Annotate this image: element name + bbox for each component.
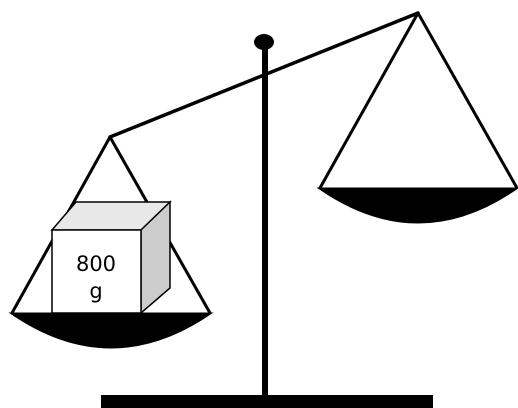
- scale-base: [101, 395, 433, 408]
- weight-label-unit: g: [89, 279, 102, 303]
- weight-label-value: 800: [76, 252, 116, 276]
- scale-knob: [254, 34, 274, 50]
- right-pan: [318, 188, 518, 223]
- weight-cube: 800 g: [52, 202, 170, 313]
- left-pan: [10, 313, 212, 348]
